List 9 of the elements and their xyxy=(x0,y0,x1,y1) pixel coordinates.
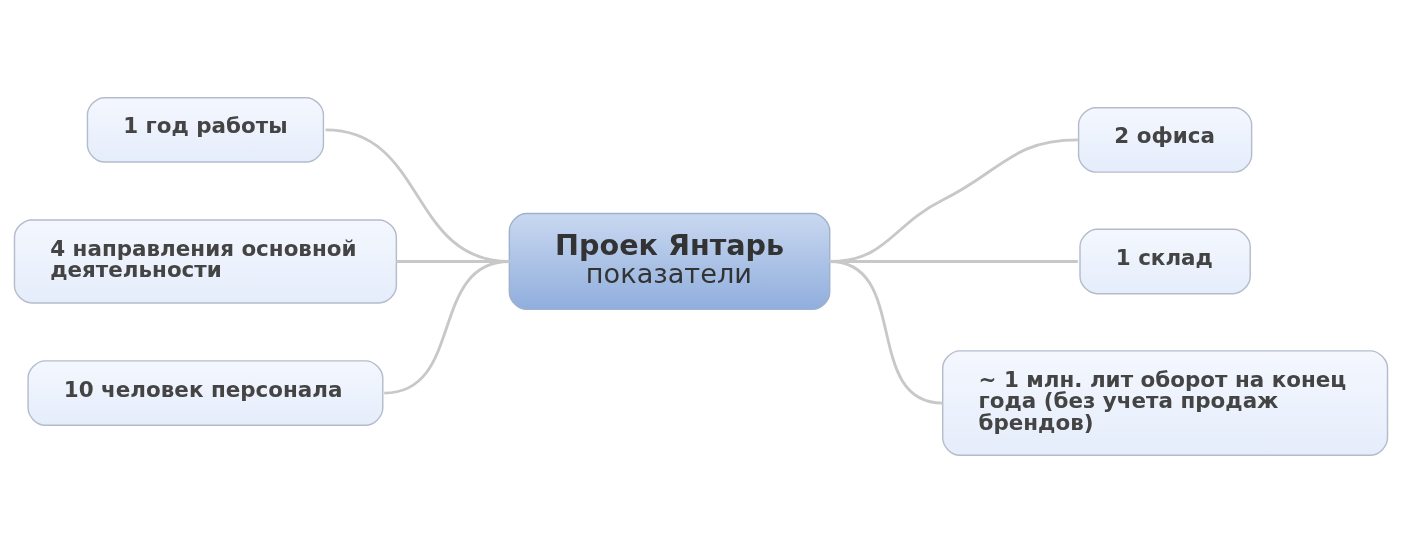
connector xyxy=(384,259,510,394)
connector xyxy=(829,259,943,404)
node-box: Проек Янтарь показатели xyxy=(508,212,831,310)
node-box: 4 направления основной деятельности xyxy=(13,218,398,304)
node-box: 2 офиса xyxy=(1077,106,1253,173)
node-box: ~ 1 млн. лит оборот на конец года (без учета продаж брендов) xyxy=(942,349,1389,456)
node-box: 1 склад xyxy=(1079,228,1251,294)
node-box: 10 человек персонала xyxy=(27,359,384,426)
node-box: 1 год работы xyxy=(86,96,325,163)
